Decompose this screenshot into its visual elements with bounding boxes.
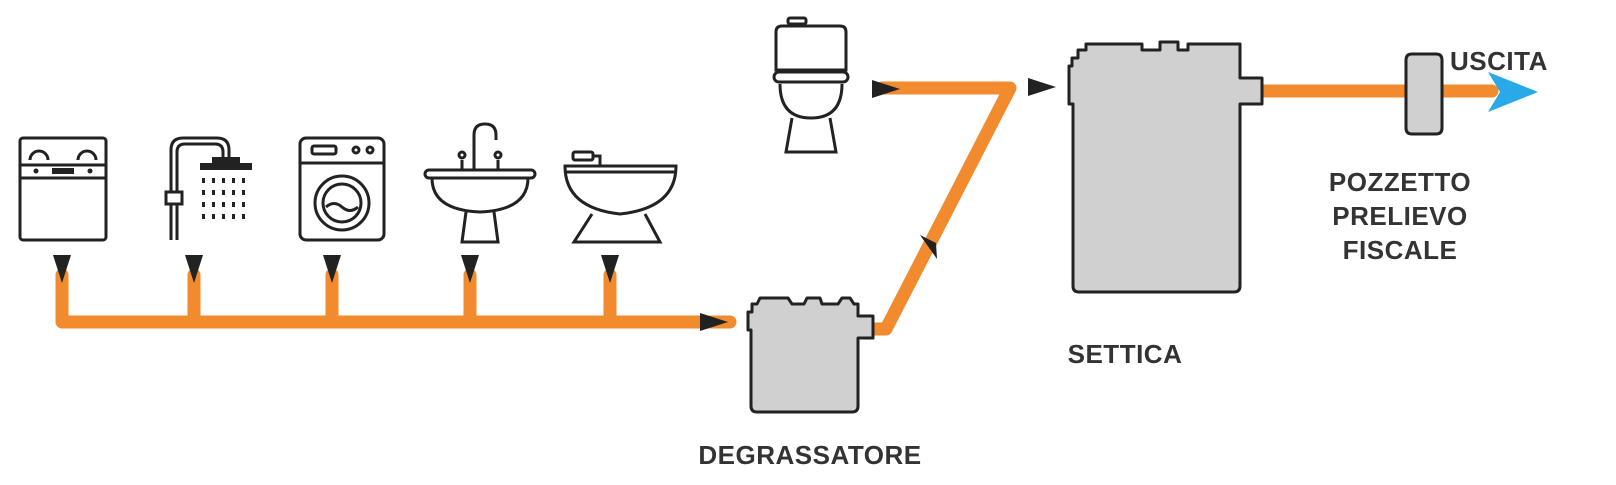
- flow-arrow-toilet: [872, 80, 900, 98]
- outlet-arrow: [1488, 72, 1538, 112]
- dishwasher-icon: [18, 136, 108, 242]
- flow-arrow-to-settica: [1028, 78, 1056, 96]
- washing-machine-icon: [298, 136, 386, 242]
- pozzetto-label-line3: FISCALE: [1342, 235, 1458, 265]
- main-collector-pipe: [55, 268, 737, 329]
- flow-arrow-bidet: [601, 255, 619, 283]
- flow-arrow-to-degrassatore: [700, 313, 728, 331]
- toilet-icon: [772, 16, 850, 154]
- flow-arrows: [53, 78, 1056, 331]
- pozzetto-sampling-well: [1404, 52, 1444, 136]
- pipe-network: [55, 81, 1499, 336]
- flow-arrow-riser: [920, 235, 937, 259]
- sink-icon: [423, 122, 537, 244]
- degrassatore-label: DEGRASSATORE: [698, 440, 922, 470]
- pozzetto-label-line1: POZZETTO: [1328, 167, 1472, 197]
- shower-icon: [164, 136, 252, 240]
- bidet-icon: [563, 150, 678, 244]
- flow-arrow-sink: [461, 255, 479, 283]
- pozzetto-label-line2: PRELIEVO: [1332, 201, 1468, 231]
- flow-arrow-dishwasher: [53, 255, 71, 283]
- uscita-label: USCITA: [1450, 46, 1548, 76]
- settica-label: SETTICA: [1067, 339, 1183, 369]
- flow-arrow-washer: [323, 255, 341, 283]
- flow-arrow-shower: [185, 255, 203, 283]
- settica-tank: [1067, 40, 1264, 294]
- riser-pipe: [866, 81, 1017, 336]
- pozzetto-label: POZZETTO PRELIEVO FISCALE: [1300, 165, 1500, 267]
- degrassatore-tank: [746, 296, 875, 414]
